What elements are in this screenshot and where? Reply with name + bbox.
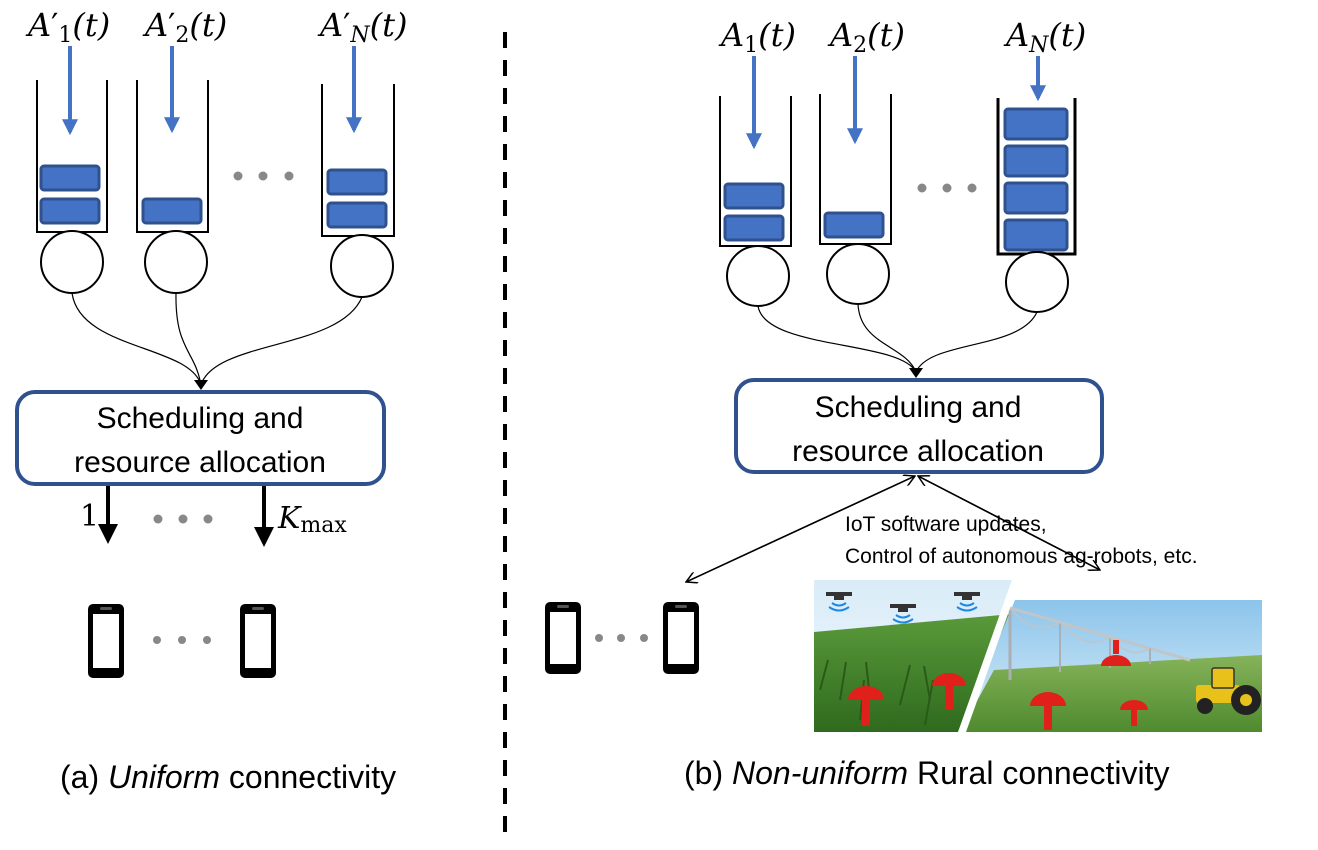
annotation-line2: Control of autonomous ag-robots, etc. <box>845 545 1198 568</box>
server-circle-n <box>1005 251 1069 313</box>
scheduler-text-line1: Scheduling and <box>815 391 1022 424</box>
link-arrowhead <box>194 380 208 390</box>
ellipsis-dot <box>640 634 648 642</box>
server-circle-1 <box>40 230 104 294</box>
scheduler-box-left <box>15 390 386 486</box>
packet <box>823 211 885 239</box>
link-curve <box>915 311 1038 373</box>
server-circle-2 <box>144 230 208 294</box>
ellipsis-dot <box>153 636 161 644</box>
packet <box>1003 181 1069 215</box>
right-panel: A1(t) A2(t) AN(t) <box>545 16 1262 791</box>
ellipsis-dot <box>595 634 603 642</box>
link-curve <box>71 292 202 386</box>
sensor-icon <box>932 673 966 710</box>
drone-icon <box>954 592 980 612</box>
packet <box>141 197 203 225</box>
packet <box>1003 144 1069 178</box>
link-curve <box>857 303 917 373</box>
packet <box>326 168 388 196</box>
packet <box>1003 107 1069 141</box>
link-curve <box>175 292 202 386</box>
packet <box>326 201 388 229</box>
arrival-label-2: A2(t) <box>827 16 905 58</box>
phone-icon <box>663 602 699 674</box>
channel-label-kmax: Kmax <box>277 501 347 538</box>
sensor-icon <box>1120 700 1148 726</box>
left-panel: A′1(t) A′2(t) A′N(t) <box>15 6 407 795</box>
ellipsis-dot <box>967 183 977 193</box>
ellipsis-dot <box>284 171 294 181</box>
ellipsis-dot <box>178 636 186 644</box>
tractor-icon <box>1196 667 1261 715</box>
ellipsis-dot <box>233 171 243 181</box>
packet <box>723 214 785 242</box>
arrival-label-n: A′N(t) <box>317 6 407 48</box>
annotation-line1: IoT software updates, <box>845 513 1047 536</box>
ellipsis-dot <box>178 514 188 524</box>
link-arrowhead <box>909 368 923 378</box>
caption-left: (a) Uniform connectivity <box>60 759 396 795</box>
arrival-label-1: A1(t) <box>718 16 796 58</box>
arrival-label-2: A′2(t) <box>142 6 227 48</box>
server-circle-2 <box>826 243 890 305</box>
sensor-icon <box>848 686 884 726</box>
scheduler-text-line1: Scheduling and <box>97 402 304 435</box>
packet <box>39 164 101 192</box>
scheduler-box-right <box>734 378 1104 474</box>
drone-icon <box>890 604 916 624</box>
phone-icon <box>545 602 581 674</box>
scheduler-text-line2: resource allocation <box>74 446 326 479</box>
server-circle-1 <box>726 245 790 307</box>
caption-right: (b) Non-uniform Rural connectivity <box>684 755 1170 791</box>
ellipsis-dot <box>153 514 163 524</box>
ellipsis-dot <box>617 634 625 642</box>
link-curve <box>757 305 917 373</box>
ellipsis-dot <box>942 183 952 193</box>
phone-icon <box>88 604 124 678</box>
link-arrow-to-scheduler <box>685 476 915 583</box>
link-curve <box>200 296 363 386</box>
sensor-icon <box>1030 692 1066 730</box>
phone-icon <box>240 604 276 678</box>
ellipsis-dot <box>203 636 211 644</box>
ellipsis-dot <box>203 514 213 524</box>
arrival-label-n: AN(t) <box>1003 16 1086 58</box>
packet <box>39 197 101 225</box>
ellipsis-dot <box>917 183 927 193</box>
scheduler-text-line2: resource allocation <box>792 435 1044 468</box>
packet <box>1003 218 1069 252</box>
packet <box>723 182 785 210</box>
arrival-label-1: A′1(t) <box>25 6 110 48</box>
farm-image <box>814 580 1262 732</box>
drone-icon <box>826 592 852 612</box>
link-arrow-from-farm <box>918 476 1101 571</box>
channel-label-1: 1 <box>80 499 99 534</box>
ellipsis-dot <box>258 171 268 181</box>
sensor-icon <box>1101 640 1131 666</box>
server-circle-n <box>330 234 394 298</box>
